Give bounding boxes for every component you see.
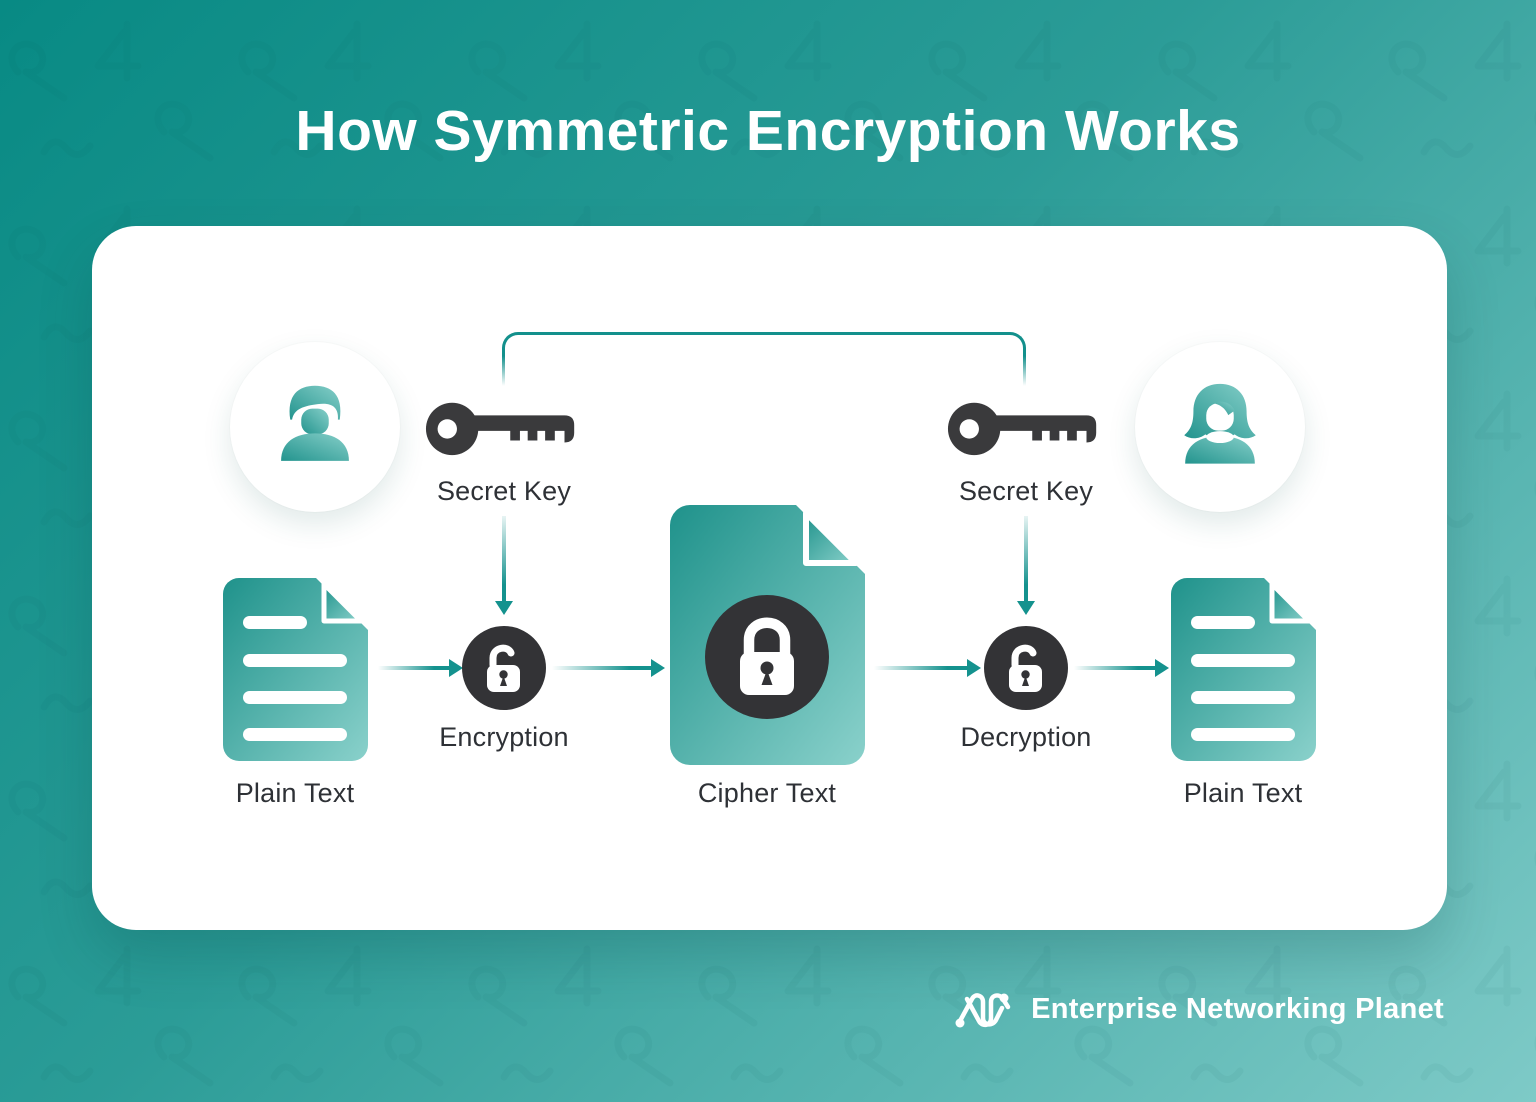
page-title: How Symmetric Encryption Works — [295, 99, 1241, 163]
secret-key-label-right: Secret Key — [958, 476, 1094, 506]
encryption-circle — [462, 626, 546, 710]
sender-avatar — [230, 342, 400, 512]
flow-arrow-1 — [378, 659, 463, 677]
receiver-avatar — [1135, 342, 1305, 512]
brand-name: Enterprise Networking Planet — [1031, 992, 1444, 1025]
flow-arrow-2 — [552, 659, 665, 677]
open-padlock-icon — [487, 644, 520, 692]
brand-logo: Enterprise Networking Planet — [952, 986, 1444, 1032]
sender-key-icon — [425, 402, 575, 456]
flow-arrow-3 — [874, 659, 981, 677]
cipher-text-document-icon — [670, 505, 865, 765]
locked-padlock-icon — [705, 595, 829, 719]
receiver-key-icon — [947, 402, 1097, 456]
bracket-fade-right — [1019, 356, 1033, 390]
diagram-card: Secret Key Secret Key Plain Text — [92, 226, 1447, 930]
plain-text-document-icon — [223, 578, 368, 761]
woman-user-icon — [1184, 383, 1256, 464]
secret-key-label-left: Secret Key — [436, 476, 572, 506]
plain-text-document-icon — [1171, 578, 1316, 761]
enterprise-networking-planet-logo-icon — [955, 993, 1011, 1028]
bracket-fade-left — [497, 356, 511, 390]
plain-text-label-left: Plain Text — [235, 778, 355, 808]
decryption-label: Decryption — [960, 722, 1092, 752]
flow-arrow-4 — [1074, 659, 1169, 677]
man-user-icon — [281, 385, 349, 461]
key-link-bracket — [502, 332, 1026, 390]
decryption-circle — [984, 626, 1068, 710]
open-padlock-icon — [1009, 644, 1042, 692]
key-to-decryption-arrow — [1017, 516, 1035, 615]
plain-text-label-right: Plain Text — [1183, 778, 1303, 808]
cipher-text-label: Cipher Text — [697, 778, 837, 808]
key-to-encryption-arrow — [495, 516, 513, 615]
encryption-label: Encryption — [439, 722, 569, 752]
